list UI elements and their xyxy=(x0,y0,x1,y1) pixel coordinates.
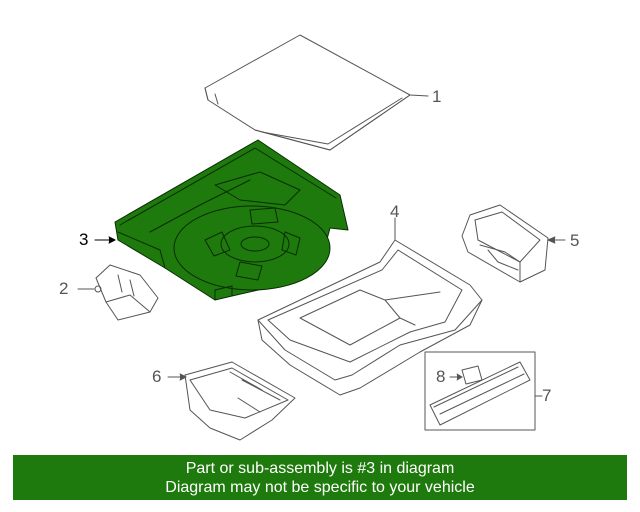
callout-5: 5 xyxy=(570,231,580,250)
part-4-storage-tray[interactable] xyxy=(257,217,483,396)
callout-6: 6 xyxy=(152,367,162,386)
callout-1: 1 xyxy=(432,87,442,106)
banner-line-2: Diagram may not be specific to your vehi… xyxy=(165,479,475,496)
parts-diagram xyxy=(77,34,566,441)
part-3-spare-wheel-tray[interactable] xyxy=(94,139,349,301)
callout-4: 4 xyxy=(390,202,400,221)
callout-7: 7 xyxy=(542,386,552,405)
part-1-floor-cover[interactable] xyxy=(204,34,429,151)
callout-2: 2 xyxy=(59,279,69,298)
info-banner: Part or sub-assembly is #3 in diagram Di… xyxy=(13,455,627,500)
banner-line-1: Part or sub-assembly is #3 in diagram xyxy=(185,460,455,477)
callout-8: 8 xyxy=(436,367,446,386)
part-8-clip[interactable] xyxy=(449,365,483,385)
callout-3: 3 xyxy=(79,230,89,249)
part-2-bracket[interactable] xyxy=(77,264,159,321)
part-5-side-box[interactable] xyxy=(461,204,566,283)
part-7-sill-trim-box[interactable] xyxy=(424,351,543,431)
part-6-tool-box[interactable] xyxy=(167,361,296,441)
